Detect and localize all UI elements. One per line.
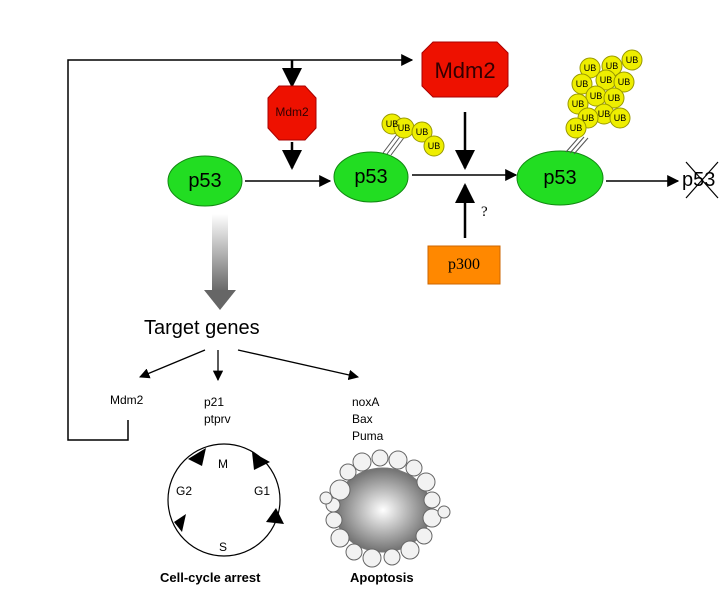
phase-m: M [218,457,228,471]
target-gene-ptprv: ptprv [204,412,231,426]
ub-label: UB [571,99,585,109]
ub-label: UB [589,91,603,101]
ub-chain-b [381,113,445,157]
ub-label: UB [597,109,611,119]
target-gene-bax: Bax [352,412,373,426]
arrow-to-mdm2-gene [139,349,206,379]
mdm2-large-label: Mdm2 [434,58,496,83]
ub-label: UB [385,119,399,129]
cross-icon [685,161,719,199]
p53-node-a [167,155,243,207]
ub-label: UB [583,63,597,73]
gray-arrow-to-target-genes [204,214,236,310]
ub-label: UB [581,113,595,123]
ub-label: UB [575,79,589,89]
ub-label: UB [605,61,619,71]
ub-label: UB [569,123,583,133]
p53-node-c [516,150,604,206]
phase-s: S [219,540,228,554]
ub-label: UB [427,141,441,151]
apoptotic-cell-icon [319,449,451,568]
target-gene-p21: p21 [204,395,225,409]
ub-chain-stalks-c [565,135,589,155]
target-gene-puma: Puma [352,429,384,443]
ub-label: UB [599,75,613,85]
feedback-loop-line [67,54,414,441]
target-gene-noxa: noxA [352,395,380,409]
outcome-cell-cycle-arrest: Cell-cycle arrest [160,570,261,585]
p53-degraded-label: p53 [682,169,716,191]
mdm2-small-label: Mdm2 [275,105,309,119]
p53-node-b [333,151,409,203]
mdm2-large-octagon [421,41,509,98]
ub-label: UB [397,123,411,133]
question-mark: ? [481,204,488,220]
p53-a-label: p53 [188,170,222,192]
phase-g2: G2 [176,484,193,498]
p53-c-label: p53 [543,167,577,189]
cycle-icon [167,443,284,557]
ub-label: UB [415,127,429,137]
p300-label: p300 [448,256,480,273]
target-genes-title: Target genes [144,317,260,339]
mdm2-small-octagon [267,85,317,141]
phase-g1: G1 [254,484,271,498]
ub-label: UB [625,55,639,65]
p53-b-label: p53 [354,166,388,188]
ub-label: UB [613,113,627,123]
outcome-apoptosis: Apoptosis [350,570,414,585]
ub-chain-c [565,49,643,139]
target-gene-mdm2: Mdm2 [110,393,144,407]
p300-box [427,245,501,285]
ub-label: UB [607,93,621,103]
ub-label: UB [617,77,631,87]
arrow-to-apoptosis-group [237,349,360,381]
